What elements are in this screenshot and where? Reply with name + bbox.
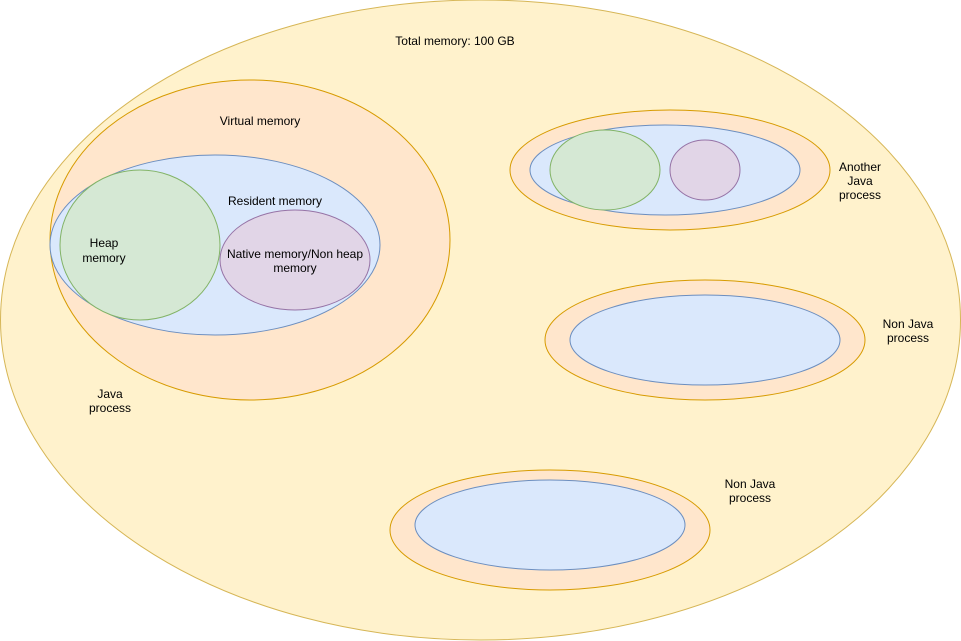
heap-memory-ellipse bbox=[59, 169, 221, 321]
total-memory-label: Total memory: 100 GB bbox=[395, 34, 514, 48]
native-memory-label-line2: memory bbox=[273, 261, 316, 275]
java-process-label-line1: Java bbox=[97, 387, 123, 401]
another-java-heap-ellipse bbox=[549, 129, 661, 211]
virtual-memory-label: Virtual memory bbox=[220, 114, 300, 128]
resident-memory-label: Resident memory bbox=[228, 194, 322, 208]
non-java-process-1-label-line1: Non Java bbox=[883, 317, 934, 331]
another-java-process-label-line1: Another bbox=[839, 160, 881, 174]
non-java-process-2-label-line2: process bbox=[729, 491, 771, 505]
non-java-process-2-inner-ellipse bbox=[414, 479, 686, 571]
non-java-process-1-label-line2: process bbox=[887, 331, 929, 345]
another-java-process-label-line3: process bbox=[839, 188, 881, 202]
native-memory-ellipse bbox=[219, 209, 371, 311]
heap-memory-label-line1: Heap bbox=[90, 236, 119, 250]
another-java-native-ellipse bbox=[669, 139, 741, 201]
java-process-label-line2: process bbox=[89, 401, 131, 415]
another-java-process-label-line2: Java bbox=[847, 174, 873, 188]
native-memory-label-line1: Native memory/Non heap bbox=[227, 247, 363, 261]
non-java-process-1-inner-ellipse bbox=[569, 294, 841, 386]
non-java-process-2-label-line1: Non Java bbox=[725, 477, 776, 491]
heap-memory-label-line2: memory bbox=[82, 251, 125, 265]
